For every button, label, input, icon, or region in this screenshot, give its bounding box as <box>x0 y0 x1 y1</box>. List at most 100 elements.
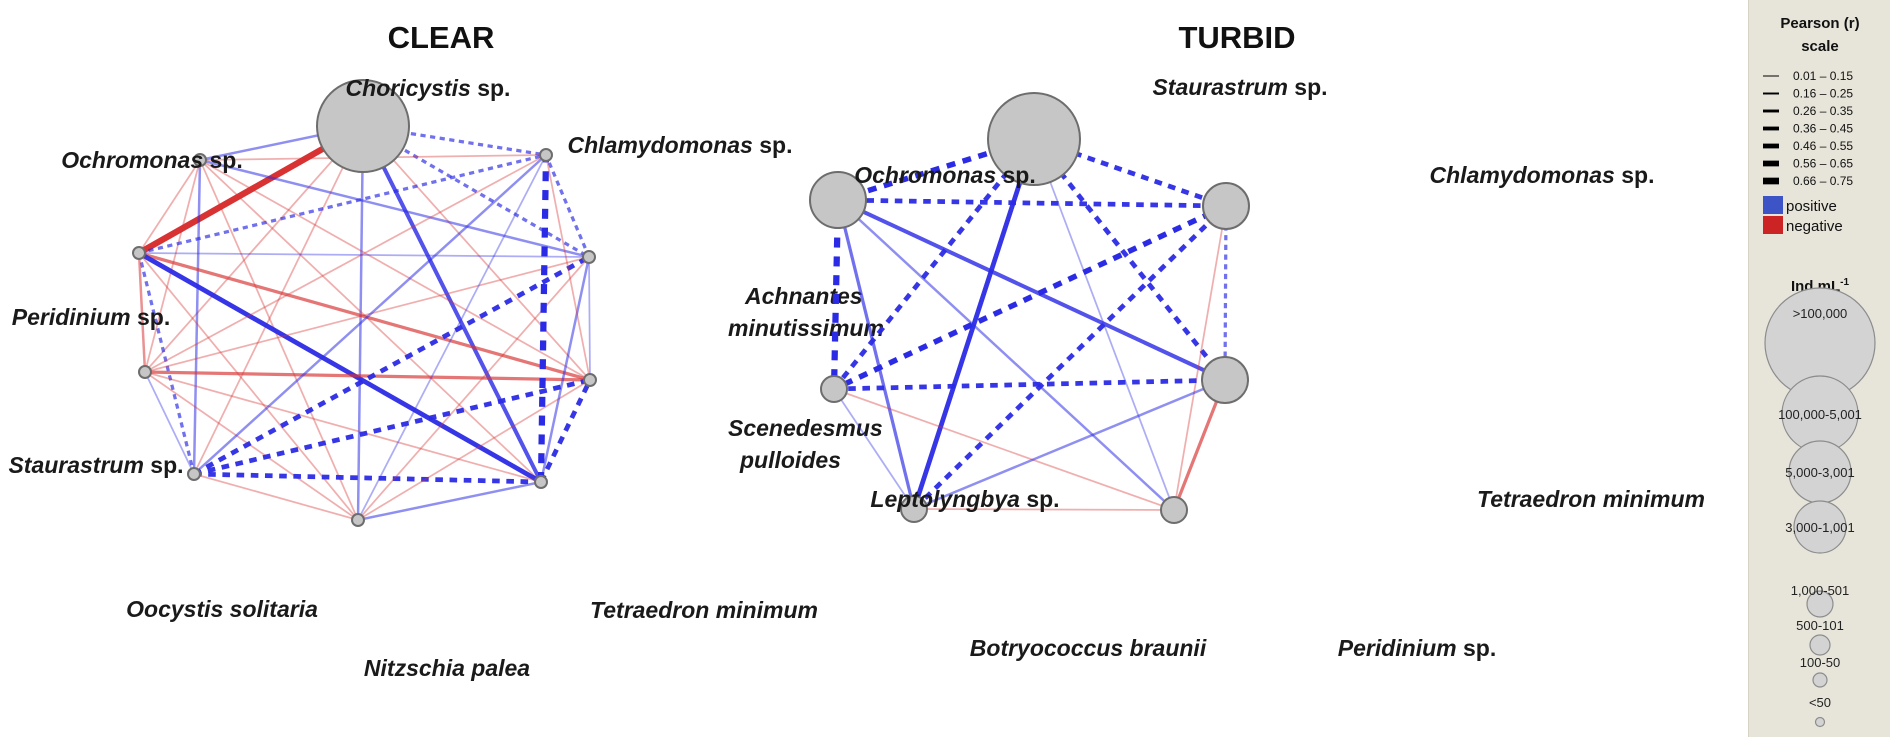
edge-clear-stau-achn <box>144 256 590 373</box>
edge-clear-ochr-peri <box>138 159 201 254</box>
label-turbid-ochromonas: Ochromonas sp. <box>854 162 1036 188</box>
turbid-network: TURBID Staurastrum sp. Chlamydomonas sp.… <box>809 20 1705 661</box>
legend-r-label: 0.01 – 0.15 <box>1793 69 1853 83</box>
label-clear-achnantes-line2: minutissimum <box>728 315 884 341</box>
edge-turbid-ochr-tetr <box>837 198 1226 382</box>
clear-labels: Choricystis sp. Chlamydomonas sp. Achnan… <box>8 75 883 681</box>
edge-clear-nitz-tetr <box>357 480 542 522</box>
edge-turbid-chla-lept <box>832 203 1228 392</box>
node-clear-ochr <box>193 153 207 167</box>
edge-clear-peri-scen <box>138 251 591 382</box>
legend-size-label: 100-50 <box>1800 655 1840 670</box>
label-clear-nitzschia: Nitzschia palea <box>364 655 530 681</box>
legend-negative-swatch <box>1763 216 1783 234</box>
node-clear-nitz <box>351 513 365 527</box>
legend-r-label: 0.26 – 0.35 <box>1793 104 1853 118</box>
legend-size-circle <box>1809 634 1831 656</box>
clear-title: CLEAR <box>388 20 495 55</box>
edge-turbid-lept-peri <box>833 388 1175 511</box>
edge-turbid-botr-peri <box>913 508 1175 511</box>
edge-turbid-chla-tetr <box>1223 205 1228 381</box>
label-clear-scenedesmus-line2: pulloides <box>739 447 841 473</box>
edge-clear-peri-stau <box>137 252 147 373</box>
legend-size-label: >100,000 <box>1793 306 1848 321</box>
edge-clear-ochr-oocy <box>192 159 202 475</box>
label-turbid-tetraedron: Tetraedron minimum <box>1477 486 1705 512</box>
node-turbid-botr <box>900 495 928 523</box>
edge-clear-oocy-nitz <box>193 473 359 521</box>
clear-nodes <box>132 79 597 527</box>
label-clear-choricystis: Choricystis sp. <box>346 75 511 101</box>
label-clear-oocystis: Oocystis solitaria <box>126 596 318 622</box>
edge-turbid-chla-botr <box>912 204 1228 511</box>
edge-clear-peri-achn <box>138 252 590 258</box>
edge-clear-nitz-achn <box>357 256 590 521</box>
label-turbid-staurastrum: Staurastrum sp. <box>1152 74 1327 100</box>
edge-clear-tetr-scen <box>538 378 593 484</box>
label-clear-achnantes: Achnantes <box>744 283 863 309</box>
edge-clear-stau-chla <box>144 154 547 373</box>
edge-turbid-ochr-chla <box>837 197 1227 209</box>
node-turbid-stau <box>987 92 1081 186</box>
node-clear-tetr <box>534 475 548 489</box>
edge-turbid-lept-tetr <box>833 377 1226 392</box>
label-clear-tetraedron: Tetraedron minimum <box>590 597 818 623</box>
edge-clear-oocy-chla <box>193 154 547 475</box>
edge-clear-oocy-achn <box>192 254 591 477</box>
legend-r-label: 0.46 – 0.55 <box>1793 139 1853 153</box>
edge-clear-peri-nitz <box>138 252 359 521</box>
edge-clear-ochr-nitz <box>199 159 359 521</box>
turbid-nodes <box>809 92 1250 524</box>
edge-turbid-chla-peri <box>1173 205 1227 511</box>
node-clear-chla <box>539 148 553 162</box>
label-clear-chlamydomonas: Chlamydomonas sp. <box>568 132 793 158</box>
edge-turbid-stau-lept <box>832 137 1036 391</box>
node-clear-chor <box>316 79 410 173</box>
turbid-labels: Staurastrum sp. Chlamydomonas sp. Tetrae… <box>854 74 1705 661</box>
edge-clear-chor-tetr <box>361 125 543 483</box>
turbid-title: TURBID <box>1178 20 1295 55</box>
legend-positive-label: positive <box>1786 198 1837 215</box>
legend-negative-label: negative <box>1786 218 1843 235</box>
edge-turbid-lept-botr <box>833 388 915 510</box>
legend-size-circle <box>1806 590 1834 618</box>
clear-network: CLEAR Choricystis sp. Chlamydomonas sp. … <box>8 20 883 681</box>
edge-clear-oocy-tetr <box>193 471 542 485</box>
label-clear-ochromonas: Ochromonas sp. <box>61 147 243 173</box>
edge-clear-stau-nitz <box>144 371 359 521</box>
legend-r-label: 0.16 – 0.25 <box>1793 87 1853 101</box>
node-clear-scen <box>583 373 597 387</box>
legend-size-label: 3,000-1,001 <box>1785 520 1854 535</box>
legend-pearson-title-line2: scale <box>1801 38 1839 55</box>
edge-clear-ochr-achn <box>199 158 590 259</box>
node-turbid-tetr <box>1201 356 1249 404</box>
legend-graphic: Pearson (r) scale 0.01 – 0.150.16 – 0.25… <box>1763 15 1876 728</box>
label-turbid-chlamydomonas: Chlamydomonas sp. <box>1430 162 1655 188</box>
edge-clear-stau-tetr <box>144 371 542 483</box>
legend-r-scale: 0.01 – 0.150.16 – 0.250.26 – 0.350.36 – … <box>1763 69 1853 188</box>
edge-clear-tetr-chla <box>537 154 550 483</box>
legend-size-label: 100,000-5,001 <box>1778 407 1862 422</box>
legend-size-circle <box>1814 716 1826 728</box>
edge-clear-nitz-scen <box>357 379 591 521</box>
edge-turbid-ochr-peri <box>837 199 1175 511</box>
node-clear-achn <box>582 250 596 264</box>
label-turbid-leptolyngbya: Leptolyngbya sp. <box>870 486 1059 512</box>
legend-size-circle <box>1793 500 1847 554</box>
edge-clear-chor-scen <box>362 125 591 381</box>
legend-size-scale: >100,000100,000-5,0015,000-3,0013,000-1,… <box>1764 287 1876 728</box>
legend-positive-swatch <box>1763 196 1783 214</box>
edge-clear-achn-chla <box>544 154 591 258</box>
edge-clear-ochr-tetr <box>199 159 542 483</box>
node-turbid-ochr <box>809 171 867 229</box>
clear-edges <box>137 123 593 522</box>
turbid-edges <box>830 136 1228 511</box>
edge-clear-scen-chla <box>545 154 591 381</box>
edge-turbid-stau-tetr <box>1032 137 1227 382</box>
legend-r-label: 0.66 – 0.75 <box>1793 174 1853 188</box>
node-turbid-peri <box>1160 496 1188 524</box>
edge-clear-chor-oocy <box>193 125 364 475</box>
label-clear-peridinium: Peridinium sp. <box>12 304 170 330</box>
legend-size-label: <50 <box>1809 695 1831 710</box>
